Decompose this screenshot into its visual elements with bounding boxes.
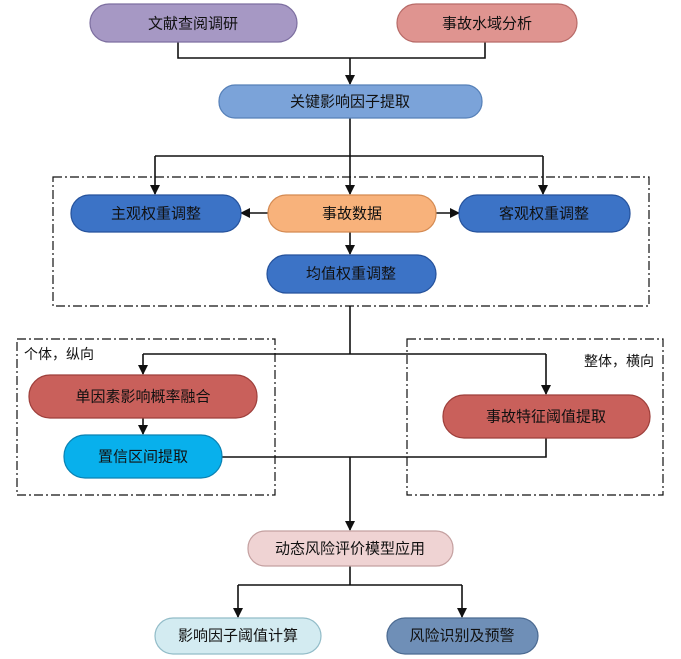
node-accident-data: 事故数据	[267, 194, 437, 233]
svg-text:风险识别及预警: 风险识别及预警	[409, 627, 514, 645]
svg-text:单因素影响概率融合: 单因素影响概率融合	[75, 388, 210, 406]
svg-text:置信区间提取: 置信区间提取	[98, 448, 188, 466]
overall-region	[406, 338, 664, 496]
node-literature-review: 文献查阅调研	[89, 3, 298, 43]
svg-text:影响因子阈值计算: 影响因子阈值计算	[178, 627, 298, 645]
svg-text:事故水域分析: 事故水域分析	[442, 15, 532, 33]
connector-literature-to-key	[177, 42, 350, 59]
svg-text:动态风险评价模型应用: 动态风险评价模型应用	[275, 540, 425, 558]
connector-waters-to-key	[350, 42, 486, 59]
node-key-factor: 关键影响因子提取	[218, 84, 483, 119]
node-single-factor-fusion: 单因素影响概率融合	[28, 374, 258, 419]
node-dynamic-risk-model: 动态风险评价模型应用	[247, 530, 454, 567]
individual-region	[16, 338, 276, 496]
node-mean-weight: 均值权重调整	[266, 254, 437, 294]
node-accident-waters: 事故水域分析	[396, 3, 578, 43]
svg-text:均值权重调整: 均值权重调整	[306, 265, 396, 283]
svg-text:关键影响因子提取: 关键影响因子提取	[290, 93, 410, 111]
weight-adjustment-region	[52, 176, 650, 307]
node-risk-warning: 风险识别及预警	[386, 617, 539, 655]
node-factor-threshold-calc: 影响因子阈值计算	[154, 617, 322, 655]
node-confidence-interval: 置信区间提取	[63, 434, 223, 479]
svg-text:文献查阅调研: 文献查阅调研	[148, 15, 238, 33]
region-label-overall: 整体，横向	[584, 354, 654, 370]
node-accident-threshold: 事故特征阈值提取	[442, 394, 651, 439]
svg-text:事故特征阈值提取: 事故特征阈值提取	[486, 408, 606, 426]
svg-text:主观权重调整: 主观权重调整	[111, 205, 201, 223]
region-label-individual: 个体，纵向	[24, 347, 94, 363]
svg-text:事故数据: 事故数据	[322, 205, 382, 223]
svg-text:客观权重调整: 客观权重调整	[499, 205, 589, 223]
connectors	[138, 42, 551, 618]
node-objective-weight: 客观权重调整	[458, 194, 631, 233]
node-subjective-weight: 主观权重调整	[70, 194, 242, 233]
connector-threshold-down	[350, 438, 547, 458]
